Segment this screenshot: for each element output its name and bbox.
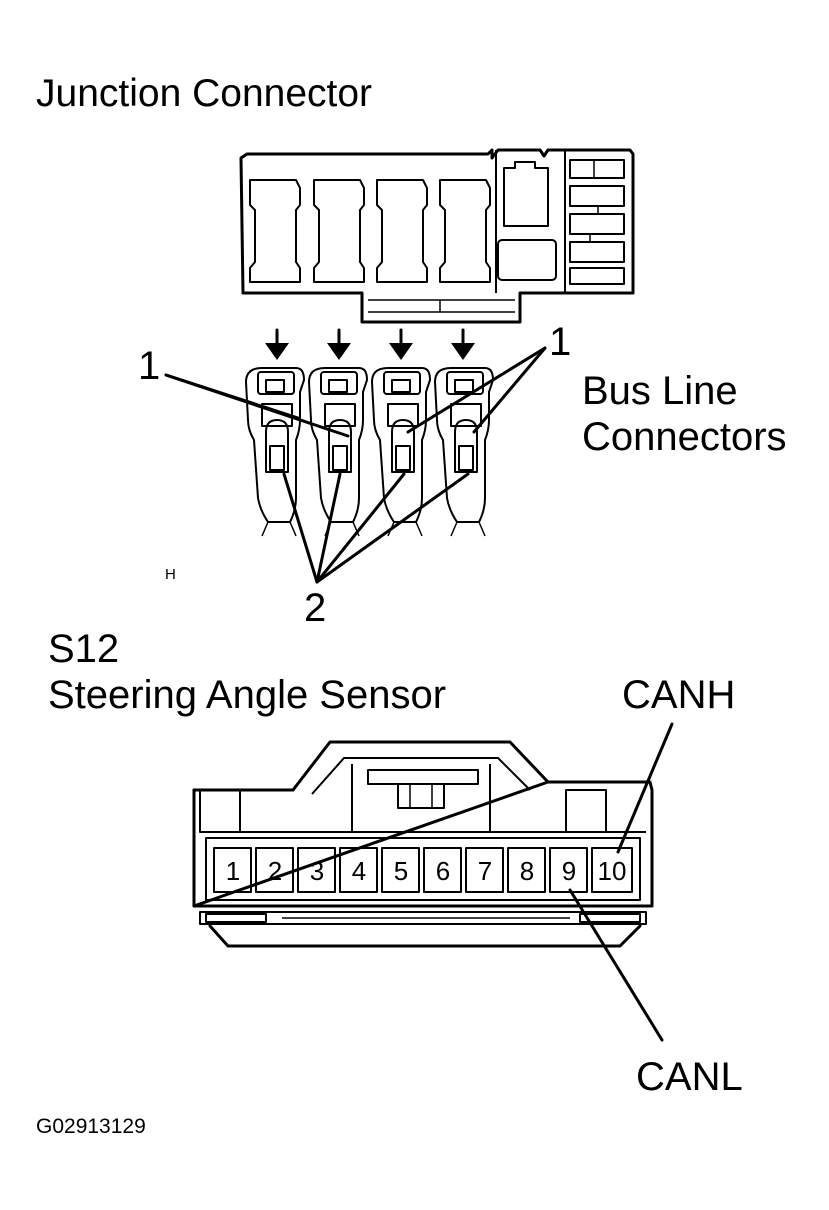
connectors-label: Connectors — [582, 415, 787, 459]
bus-line-connector — [308, 367, 368, 537]
bus-line-connector — [371, 367, 431, 537]
callout-1-left: 1 — [138, 344, 160, 388]
pin-9: 9 — [562, 856, 576, 886]
pin-5: 5 — [394, 856, 408, 886]
callout-2: 2 — [304, 586, 326, 630]
pin-1: 1 — [226, 856, 240, 886]
pin-cells — [213, 847, 633, 893]
bus-line-connector — [434, 367, 494, 537]
bus-line-connector — [245, 367, 305, 537]
junction-connector-body — [239, 148, 635, 324]
pin-4: 4 — [352, 856, 366, 886]
down-arrow-icon — [265, 328, 289, 360]
callout-leaders — [164, 346, 547, 584]
bus-line-connectors — [245, 367, 494, 537]
pin-numbers: 1 2 3 4 5 6 7 8 9 10 — [226, 856, 627, 886]
down-arrow-icon — [327, 328, 351, 360]
pin-8: 8 — [520, 856, 534, 886]
down-arrow-icon — [389, 328, 413, 360]
sensor-name: Steering Angle Sensor — [48, 673, 446, 717]
pin-10: 10 — [598, 856, 627, 886]
canl-label: CANL — [636, 1055, 743, 1099]
bus-line-label: Bus Line — [582, 369, 738, 413]
canl-leader — [568, 888, 664, 1042]
canh-label: CANH — [622, 673, 735, 717]
callout-1-right: 1 — [549, 320, 571, 364]
sensor-connector-body — [192, 740, 654, 948]
pin-7: 7 — [478, 856, 492, 886]
down-arrow-icon — [451, 328, 475, 360]
sensor-code: S12 — [48, 627, 119, 671]
pin-3: 3 — [310, 856, 324, 886]
junction-connector-title: Junction Connector — [36, 72, 372, 115]
pin-2: 2 — [268, 856, 282, 886]
insertion-arrows — [265, 328, 475, 360]
pin-6: 6 — [436, 856, 450, 886]
small-mark: H — [165, 566, 176, 583]
figure-id: G02913129 — [36, 1115, 146, 1138]
canh-leader — [616, 722, 674, 854]
